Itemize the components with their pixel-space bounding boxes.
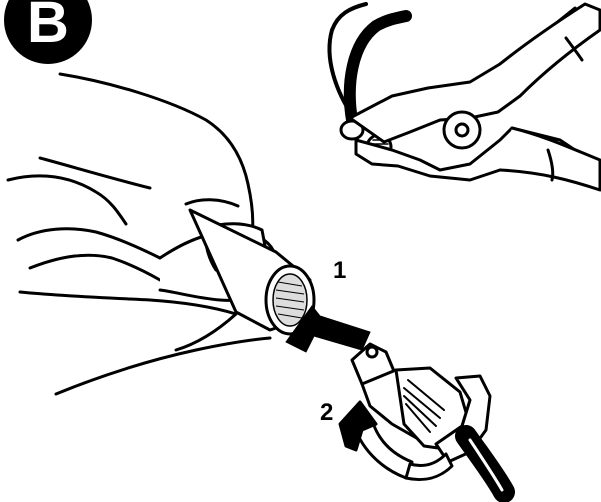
pin-hole [367, 347, 377, 357]
wrist-line [56, 338, 270, 394]
cutter-pivot-inner [456, 124, 468, 136]
cutter-handle-upper [500, 4, 600, 96]
knuckle-line-3 [18, 229, 160, 258]
knuckle-line-1 [40, 158, 150, 188]
knuckle-line-4 [30, 255, 160, 280]
wire-cutters-icon [329, 4, 600, 190]
step-label-2: 2 [320, 399, 333, 426]
rotate-arrow-tail [406, 454, 452, 480]
step-label-1: 1 [333, 257, 346, 284]
finger-behind [186, 200, 238, 206]
palm-lower-outline [20, 292, 236, 350]
step-badge: B [4, 0, 92, 64]
knuckle-line-2 [8, 176, 126, 224]
step-badge-letter: B [27, 0, 69, 55]
hand-back-outline [60, 74, 253, 236]
